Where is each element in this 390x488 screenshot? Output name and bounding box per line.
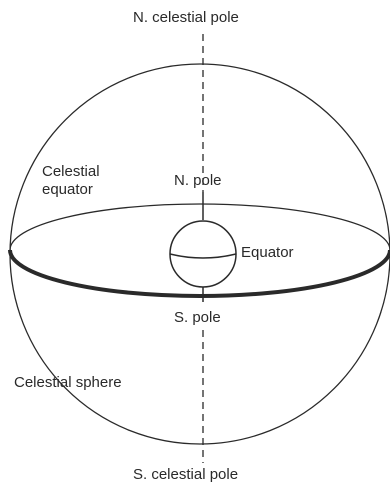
celestial-sphere-label: Celestial sphere xyxy=(14,374,122,391)
south-pole-label: S. pole xyxy=(174,309,221,326)
celestial-equator-label-line2: equator xyxy=(42,181,93,198)
celestial-equator-front-arc xyxy=(8,249,390,298)
north-celestial-pole-label: N. celestial pole xyxy=(133,9,239,26)
equator-label: Equator xyxy=(241,244,294,261)
celestial-equator-back-arc xyxy=(9,203,390,251)
north-pole-label: N. pole xyxy=(174,172,222,189)
celestial-equator-label-line1: Celestial xyxy=(42,163,100,180)
earth-equator-line xyxy=(169,253,237,259)
south-celestial-pole-label: S. celestial pole xyxy=(133,466,239,483)
earth-sphere xyxy=(169,220,237,288)
